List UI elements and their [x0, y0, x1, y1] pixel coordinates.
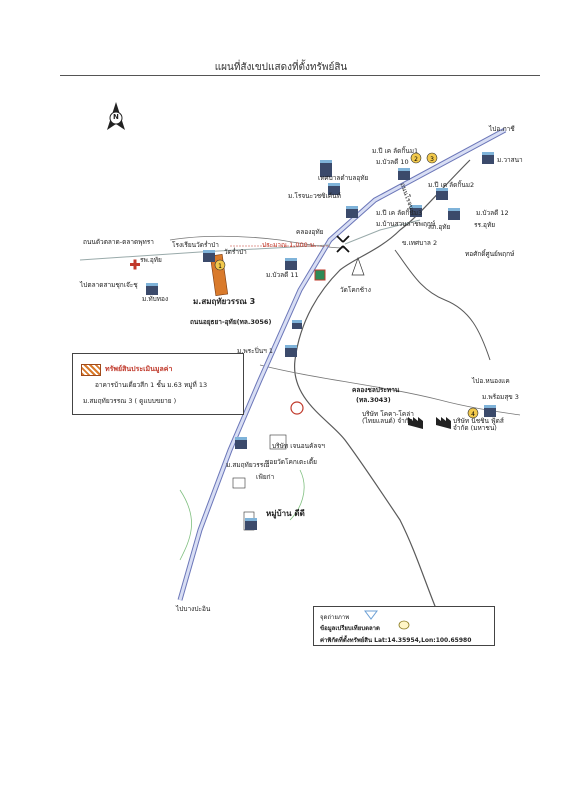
- parcel-south-1: [232, 477, 246, 489]
- building-icon: [285, 345, 297, 357]
- label-khlong-prasarn: คลองชลประทาน: [352, 386, 400, 394]
- label-m-pb-chang1: ม.ปี เค ลัดกิ้นม1: [372, 147, 419, 155]
- label-m-sombun: ม.สมฤทัยวรรณ 3: [193, 297, 256, 306]
- river: [294, 159, 471, 641]
- label-m-phrachan: ม.พระปิ่นฯ 1: [237, 347, 274, 355]
- building-icon: [482, 152, 494, 164]
- map-title: แผนที่สังเขปแสดงที่ตั้งทรัพย์สิน: [214, 62, 348, 73]
- hospital-icon: [130, 259, 140, 270]
- label-rr-uthai: รร.อุทัย: [474, 221, 496, 229]
- marker-3: 3: [426, 152, 438, 164]
- label-distance: ประมาณ 1,000 ม.: [262, 241, 317, 249]
- label-rp-uthai: รพ.อุทัย: [140, 256, 162, 264]
- building-icon: [285, 258, 297, 270]
- label-m-buathong11: ม.บัวลดี 11: [266, 271, 299, 279]
- canal-south-west: [179, 489, 192, 561]
- info-line-3: ค่าพิกัดที่ตั้งทรัพย์สิน Lat:14.35954,Lo…: [320, 637, 472, 644]
- building-icon: [235, 437, 247, 449]
- building-icon: [398, 168, 410, 180]
- label-police-uthai: ทอศักดิ์ศูนย์พฤกษ์: [465, 250, 515, 258]
- svg-text:1: 1: [218, 263, 222, 270]
- label-soi-wat: ซอยวัดโคกเตะเตี้ย: [265, 458, 317, 466]
- store-icon: [314, 269, 326, 281]
- label-school-banpa: โรงเรียนวัดร่ำป่า: [172, 241, 219, 249]
- label-to-sam-chuk: ไปตลาดสามชุกเจ๊ะชุ: [80, 281, 138, 289]
- label-m-pb-chang2: ม.ปี เค ลัดกิ้นม2: [428, 181, 475, 189]
- factory-icon-1: [408, 417, 423, 429]
- marker-2: 2: [410, 152, 422, 164]
- building-icon: [146, 283, 158, 295]
- label-company-nissin: บริษัท นิชชิน ฟู้ดส์ จำกัด (มหาชน): [453, 417, 504, 432]
- label-ret-phi: เฟ้ยก่า: [256, 473, 275, 481]
- legend-line-2: อาคารบ้านเดี่ยวสีก 1 ชั้น ม.63 หมู่ที่ 1…: [95, 381, 208, 389]
- label-road-uthai-bypass: ถนนอยุธยา-อุทัย(ทล.3056): [190, 318, 272, 326]
- label-m-pb-chang3: ม.ปี เค ลัดกิ้นม3: [376, 209, 423, 217]
- info-box: จุดถ่ายภาพ ข้อมูลเปรียบเทียบตลาด ค่าพิกั…: [313, 606, 495, 646]
- label-m-wasana: ม.วาสนา: [497, 156, 523, 164]
- gas-station-icon: [290, 401, 304, 415]
- camera-icon: [364, 610, 378, 620]
- building-icon: [410, 205, 422, 217]
- road-east: [344, 219, 421, 245]
- road-west: [79, 244, 331, 261]
- building-icon: [320, 160, 332, 177]
- legend-swatch: [81, 364, 101, 376]
- label-m-jonkraphat: ม.โรจนะวชซิเค้นท์: [288, 192, 341, 200]
- north-arrow-icon: N: [103, 100, 129, 140]
- bridge-icon: [336, 235, 350, 253]
- building-icon: [203, 250, 215, 262]
- label-to-bang-pahan: ไปบางปะอิน: [176, 605, 211, 613]
- label-m-thap-thong: ม.ทับทอง: [142, 295, 169, 303]
- label-m-baan-suan: ม.บ้านสวนลาชพฤกษ์: [376, 220, 436, 228]
- building-icon: [484, 405, 496, 417]
- label-city-uthai: เทศบาลตำบลอุทัย: [318, 174, 369, 182]
- label-road-ratchaburi: ถนนตัวตลาด-ตลาดพุทรา: [83, 238, 154, 246]
- label-company-noble: บริษัท เจนอนคัลจฯ: [272, 442, 325, 450]
- svg-text:2: 2: [414, 156, 418, 163]
- label-municipal2: ข.เทศบาล 2: [402, 239, 438, 247]
- building-icon: [245, 518, 257, 530]
- north-label: N: [113, 113, 119, 121]
- label-m-somritthai: ม.สมฤทัยวรรณ: [226, 461, 270, 469]
- title-rule: [60, 75, 540, 76]
- svg-text:4: 4: [471, 411, 475, 418]
- info-line-1: จุดถ่ายภาพ: [320, 614, 350, 621]
- building-icon: [292, 320, 302, 329]
- main-road-fill: [178, 128, 506, 601]
- label-to-nong-khae: ไปอ.หนองแค: [472, 377, 510, 385]
- label-to-pathum: ไปอ.ภาชี: [489, 125, 515, 133]
- label-village-didi: หมู่บ้าน ดีดี: [266, 509, 305, 518]
- legend-title: ทรัพย์สินประเมินมูลค่า: [105, 365, 173, 373]
- marker-1: 1: [214, 259, 226, 271]
- building-icon: [328, 183, 340, 195]
- canal-south-east: [289, 469, 305, 521]
- label-sao-uthai: สภ.อุทัย: [428, 223, 451, 231]
- svg-text:3: 3: [430, 156, 434, 163]
- label-company-cocacola: บริษัท โคคา-โคล่า (ไทยแลนด์) จำกัด: [362, 410, 414, 425]
- label-m-nakhon3: ม.พร้อมสุข 3: [482, 393, 519, 401]
- factory-icon-2: [436, 417, 451, 429]
- building-icon: [436, 188, 448, 200]
- info-line-2: ข้อมูลเปรียบเทียบตลาด: [320, 625, 380, 632]
- label-wat-rampa: วัดร่ำป่า: [224, 248, 247, 256]
- label-wat-chedi: วัดโคกช้าง: [340, 286, 371, 294]
- comparison-marker-icon: [398, 620, 410, 630]
- legend-line-3: ม.สมฤทัยวรรณ 3 ( ดูแบบขยาย ): [83, 397, 177, 405]
- building-icon: [346, 206, 358, 218]
- temple-icon: [351, 256, 365, 276]
- building-icon: [448, 208, 460, 220]
- label-m-buathong10: ม.บัวลดี 10: [376, 158, 409, 166]
- label-m-buathong12: ม.บัวลดี 12: [476, 209, 509, 217]
- marker-4: 4: [467, 407, 479, 419]
- river-branch: [394, 249, 491, 361]
- label-road-3043: (ทล.3043): [356, 396, 391, 404]
- legend-box: ทรัพย์สินประเมินมูลค่า อาคารบ้านเดี่ยวสี…: [72, 353, 244, 415]
- parcel-south-3: [269, 434, 287, 450]
- label-khlong-uthai: คลองอุทัย: [296, 228, 324, 236]
